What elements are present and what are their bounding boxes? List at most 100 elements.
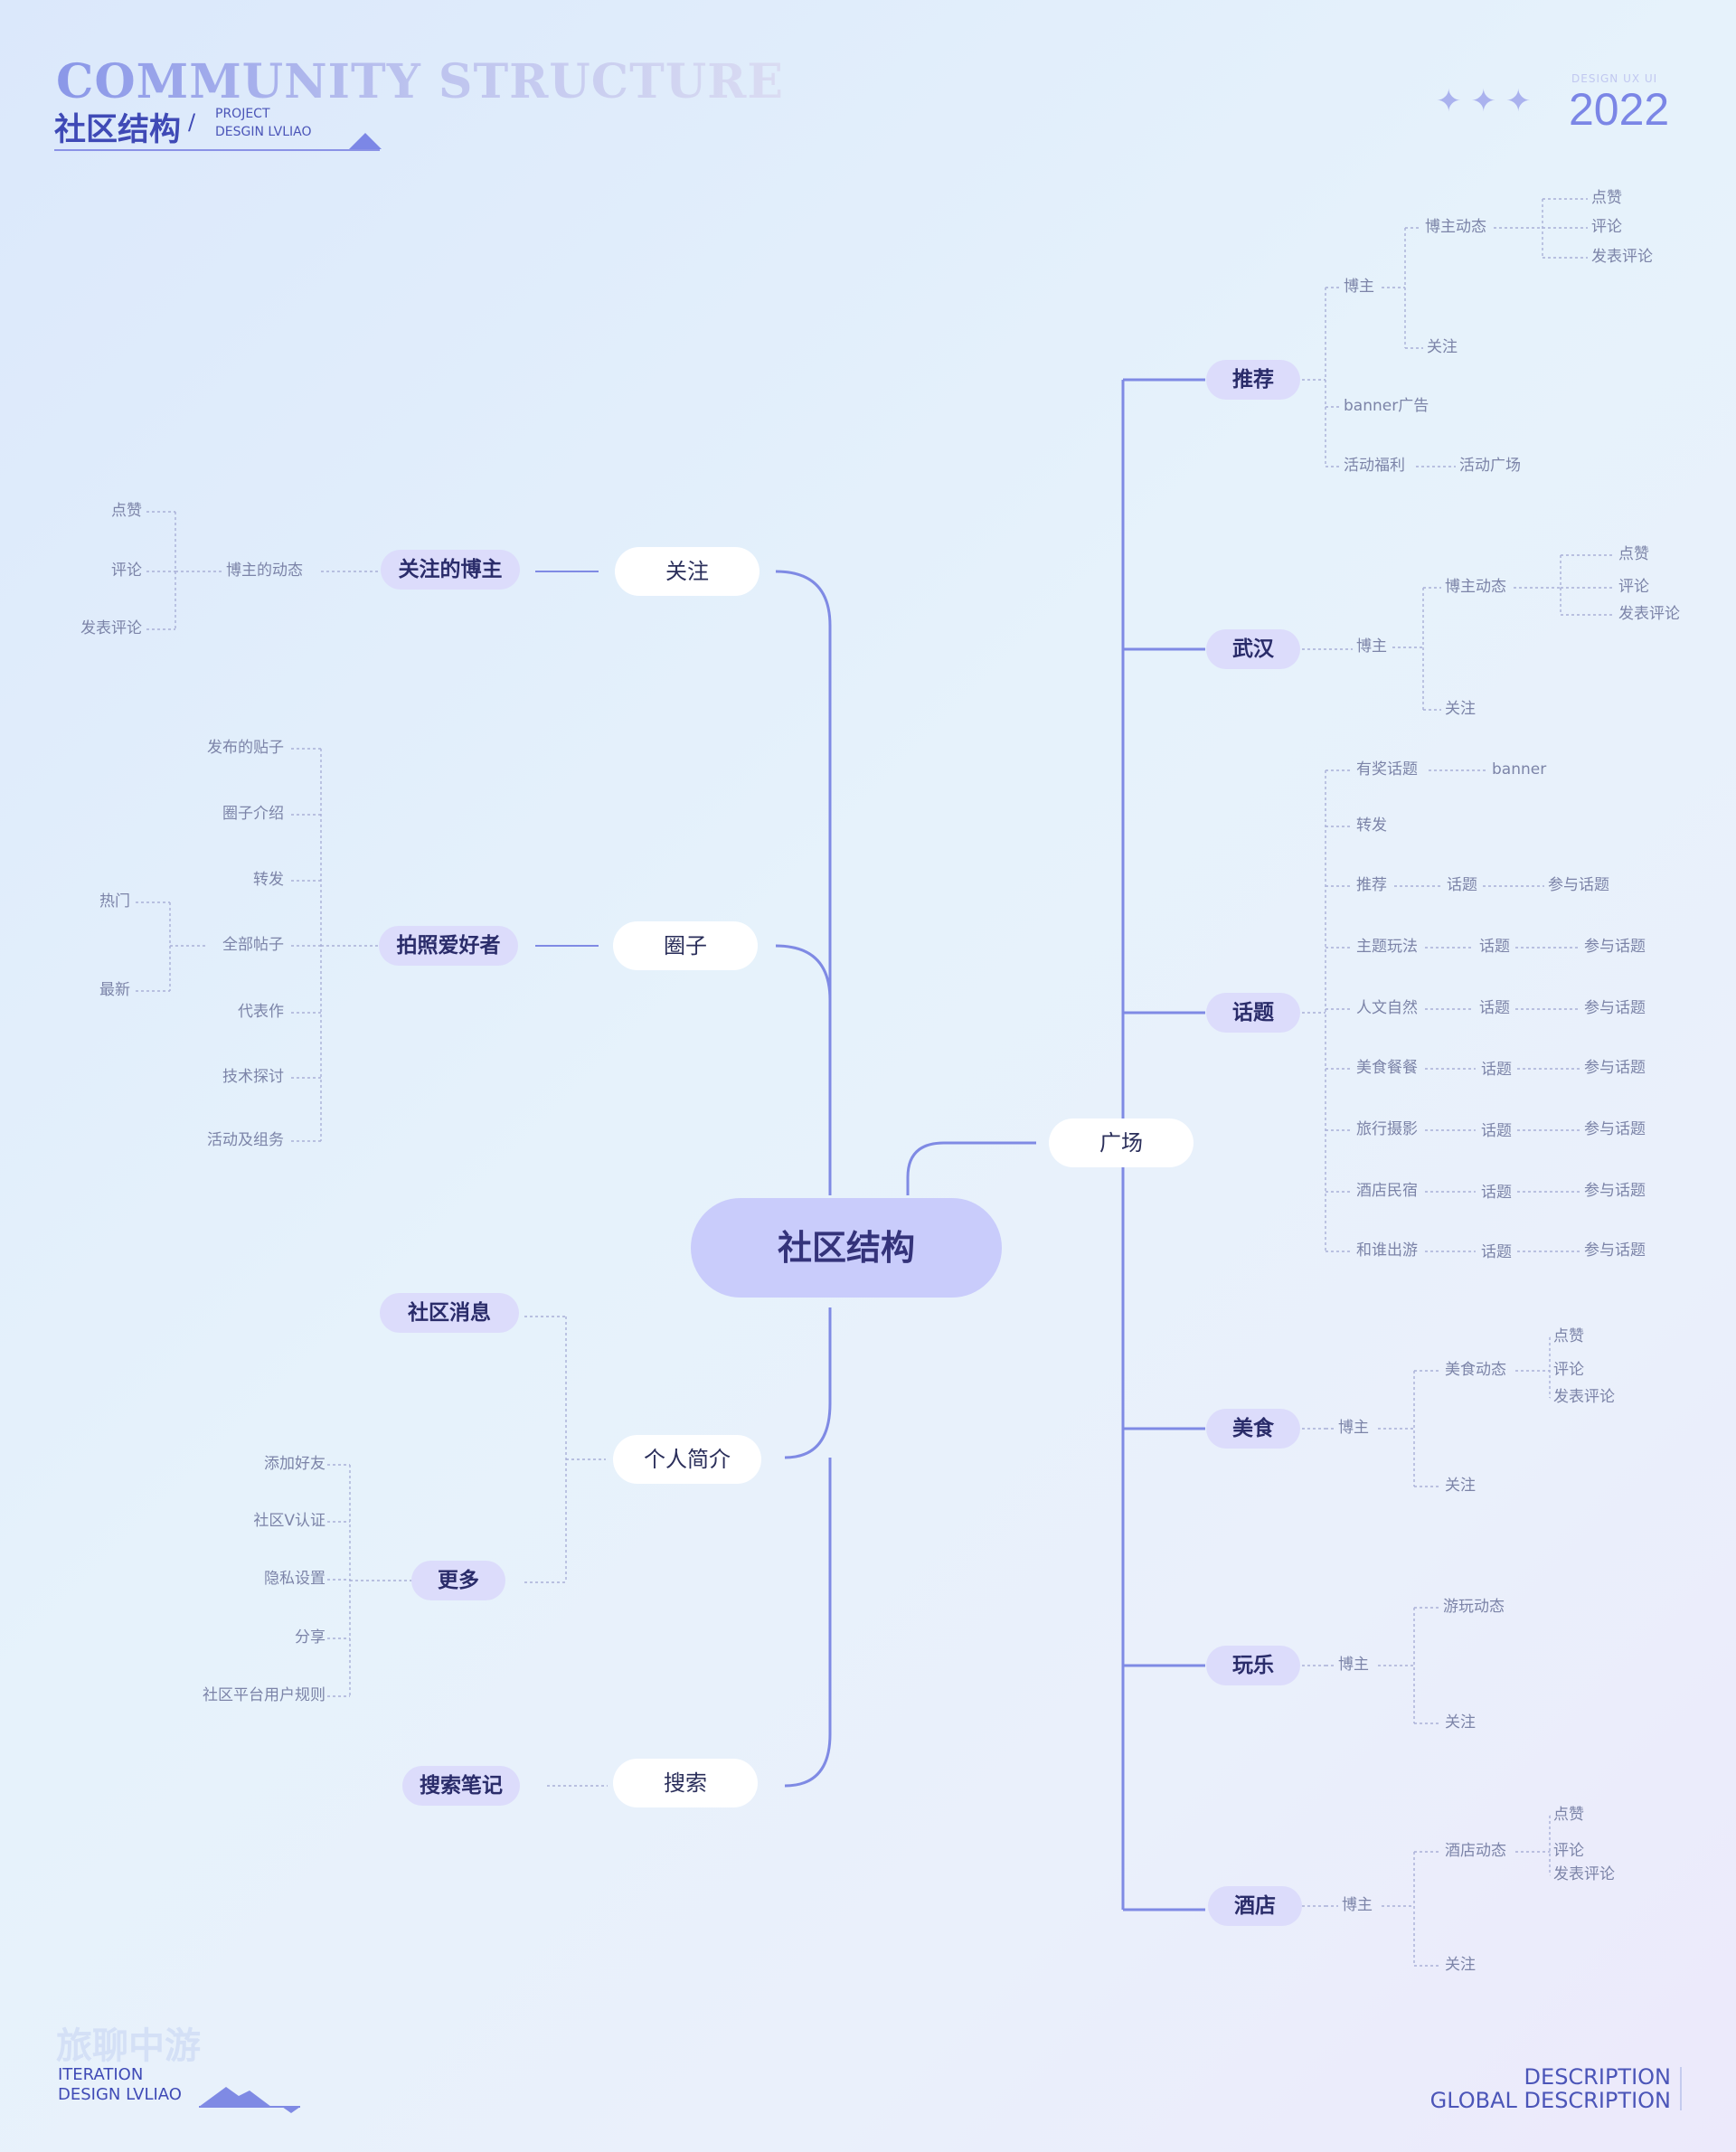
year-caption: DESIGN UX UI — [1571, 72, 1658, 85]
tp-leaf-forward: 转发 — [1356, 816, 1387, 835]
fd-leaf-action-1: 评论 — [1553, 1361, 1584, 1379]
year-label: 2022 — [1569, 84, 1670, 135]
leaf-circle-item-1: 圈子介绍 — [222, 805, 284, 823]
tp-leaf-row-topic-3: 话题 — [1481, 1061, 1512, 1079]
node-profile[interactable]: 个人简介 — [613, 1435, 761, 1484]
node-search[interactable]: 搜索 — [613, 1759, 758, 1807]
leaf-more-item-4: 社区平台用户规则 — [203, 1686, 326, 1704]
tp-leaf-row-join-1: 参与话题 — [1584, 938, 1646, 956]
chip-search-notes[interactable]: 搜索笔记 — [402, 1766, 520, 1806]
center-node[interactable]: 社区结构 — [691, 1198, 1002, 1298]
wh-leaf-feed: 博主动态 — [1445, 578, 1506, 596]
wh-leaf-action-1: 评论 — [1618, 578, 1649, 596]
leaf-blogger-feed: 博主的动态 — [226, 562, 303, 580]
tp-leaf-row-name-2: 人文自然 — [1356, 999, 1418, 1017]
rec-leaf-banner: banner广告 — [1344, 397, 1429, 415]
leaf-more-item-1: 社区V认证 — [253, 1512, 326, 1530]
trunk-left-upper — [775, 570, 832, 1195]
ht-leaf-follow: 关注 — [1445, 1956, 1476, 1974]
tp-leaf-reward-child: banner — [1492, 760, 1547, 779]
description-divider — [1680, 2067, 1682, 2110]
leaf-allposts-child-1: 最新 — [99, 981, 130, 999]
fd-leaf-feed: 美食动态 — [1445, 1361, 1506, 1379]
tp-leaf-row-join-5: 参与话题 — [1584, 1182, 1646, 1200]
tp-leaf-row-topic-0: 话题 — [1447, 876, 1477, 894]
tp-leaf-row-name-3: 美食餐餐 — [1356, 1059, 1418, 1077]
chip-community-messages[interactable]: 社区消息 — [380, 1293, 519, 1333]
tp-leaf-row-name-4: 旅行摄影 — [1356, 1120, 1418, 1138]
branch-plaza — [906, 1141, 1036, 1195]
tp-leaf-reward: 有奖话题 — [1356, 760, 1418, 779]
leaf-circle-item-4: 代表作 — [238, 1003, 284, 1021]
tp-leaf-row-name-6: 和谁出游 — [1356, 1241, 1418, 1260]
footer-brand: 旅聊中游 — [56, 2025, 201, 2067]
description-line-2: GLOBAL DESCRIPTION — [1429, 2088, 1671, 2113]
description-line-1: DESCRIPTION — [1524, 2064, 1671, 2090]
rec-leaf-action-0: 点赞 — [1591, 189, 1622, 207]
subtitle-line-1: PROJECT — [215, 107, 270, 121]
chip-more[interactable]: 更多 — [411, 1561, 505, 1600]
wh-leaf-action-2: 发表评论 — [1618, 605, 1680, 623]
chip-food[interactable]: 美食 — [1206, 1409, 1300, 1449]
chip-fun[interactable]: 玩乐 — [1206, 1646, 1300, 1685]
tp-leaf-row-topic-1: 话题 — [1479, 938, 1510, 956]
node-follow[interactable]: 关注 — [615, 547, 760, 596]
rec-leaf-feed: 博主动态 — [1425, 218, 1486, 236]
wh-leaf-blogger: 博主 — [1356, 637, 1387, 656]
leaf-circle-item-2: 转发 — [253, 871, 284, 889]
leaf-follow-action-0: 点赞 — [111, 502, 142, 520]
branch-search — [784, 1458, 832, 1788]
fn-leaf-feed: 游玩动态 — [1443, 1598, 1505, 1616]
tp-leaf-row-join-6: 参与话题 — [1584, 1241, 1646, 1260]
fd-leaf-blogger: 博主 — [1338, 1419, 1369, 1437]
tp-leaf-row-join-4: 参与话题 — [1584, 1120, 1646, 1138]
mountain-icon — [199, 2087, 300, 2113]
ht-leaf-action-1: 评论 — [1553, 1842, 1584, 1860]
header-triangle-icon — [349, 133, 382, 149]
tp-leaf-row-topic-5: 话题 — [1481, 1184, 1512, 1202]
node-circle[interactable]: 圈子 — [613, 921, 758, 970]
footer-caption: ITERATION DESIGN LVLIAO — [58, 2065, 182, 2105]
description-block: DESCRIPTION GLOBAL DESCRIPTION — [1430, 2065, 1671, 2112]
wh-leaf-action-0: 点赞 — [1618, 545, 1649, 563]
fd-leaf-action-2: 发表评论 — [1553, 1388, 1615, 1406]
tp-leaf-row-name-1: 主题玩法 — [1356, 938, 1418, 956]
tp-leaf-row-join-0: 参与话题 — [1548, 876, 1609, 894]
footer-line-1: ITERATION — [58, 2065, 144, 2084]
header-underline — [54, 149, 380, 151]
ht-leaf-action-2: 发表评论 — [1553, 1865, 1615, 1883]
fd-leaf-action-0: 点赞 — [1553, 1327, 1584, 1345]
ht-leaf-action-0: 点赞 — [1553, 1806, 1584, 1824]
leaf-follow-action-1: 评论 — [111, 562, 142, 580]
ht-leaf-blogger: 博主 — [1342, 1896, 1373, 1914]
tp-leaf-row-topic-4: 话题 — [1481, 1122, 1512, 1140]
leaf-more-item-0: 添加好友 — [264, 1455, 326, 1473]
chip-topics[interactable]: 话题 — [1206, 993, 1300, 1033]
tp-leaf-row-topic-2: 话题 — [1479, 999, 1510, 1017]
fd-leaf-follow: 关注 — [1445, 1477, 1476, 1495]
tp-leaf-row-topic-6: 话题 — [1481, 1243, 1512, 1261]
leaf-more-item-3: 分享 — [295, 1628, 326, 1647]
title-subtitle: PROJECT DESGIN LVLIAO — [215, 105, 312, 141]
chip-hotel[interactable]: 酒店 — [1208, 1886, 1302, 1926]
rec-leaf-welfare-child: 活动广场 — [1459, 457, 1521, 475]
chip-recommend[interactable]: 推荐 — [1206, 360, 1300, 400]
chip-followed-bloggers[interactable]: 关注的博主 — [381, 550, 520, 590]
wh-leaf-follow: 关注 — [1445, 700, 1476, 718]
title-english: COMMUNITY STRUCTURE — [56, 54, 785, 109]
chip-wuhan[interactable]: 武汉 — [1206, 629, 1300, 669]
sparkle-icon: ✦✦✦ — [1436, 83, 1541, 119]
rec-leaf-follow: 关注 — [1427, 338, 1458, 356]
subtitle-line-2: DESGIN LVLIAO — [215, 125, 312, 139]
rec-leaf-action-1: 评论 — [1591, 218, 1622, 236]
leaf-circle-item-5: 技术探讨 — [222, 1068, 284, 1086]
footer-line-2: DESIGN LVLIAO — [58, 2085, 182, 2104]
rec-leaf-welfare: 活动福利 — [1344, 457, 1405, 475]
leaf-circle-item-6: 活动及组务 — [207, 1131, 284, 1149]
chip-photo-lovers[interactable]: 拍照爱好者 — [379, 926, 518, 966]
tp-leaf-row-name-5: 酒店民宿 — [1356, 1182, 1418, 1200]
rec-leaf-action-2: 发表评论 — [1591, 248, 1653, 266]
node-plaza[interactable]: 广场 — [1049, 1118, 1194, 1167]
ht-leaf-feed: 酒店动态 — [1445, 1842, 1506, 1860]
